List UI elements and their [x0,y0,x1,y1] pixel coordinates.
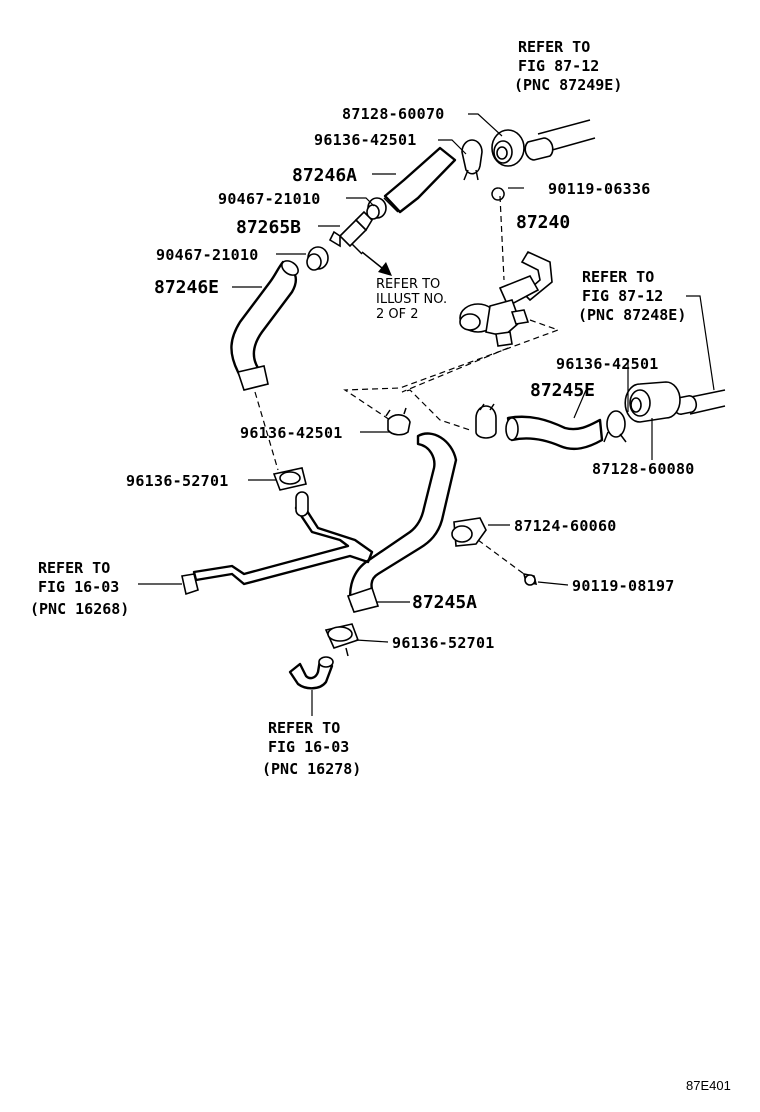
ref-mid-right-line3: (PNC 87248E) [578,306,686,324]
ref-mid-right: REFER TO FIG 87-12 (PNC 87248E) [578,268,686,324]
ref-illust: REFER TO ILLUST NO. 2 OF 2 [376,277,447,322]
label-90119-08197: 90119-08197 [572,577,675,595]
ref-top-right-line1: REFER TO [518,38,590,56]
label-90467-21010-upper: 90467-21010 [218,190,321,208]
part-87128-60080-shape [624,381,681,423]
clamp-upper [366,197,387,220]
label-87128-60070: 87128-60070 [342,105,445,123]
clip-top [461,139,483,181]
label-87246E: 87246E [154,277,219,298]
ref-illust-line3: 2 OF 2 [376,307,419,322]
figure-number: 87E401 [686,1078,731,1093]
ref-left-line1: REFER TO [38,559,110,577]
label-96136-52701-bottom: 96136-52701 [392,634,495,652]
label-96136-42501-top: 96136-42501 [314,131,417,149]
label-96136-52701-left: 96136-52701 [126,472,229,490]
hose-87245A [346,432,458,613]
ref-bottom-line1: REFER TO [268,719,340,737]
label-90119-06336: 90119-06336 [548,180,651,198]
ref-left-line2: FIG 16-03 [38,578,119,596]
ref-bottom-line3: (PNC 16278) [262,760,361,778]
clip-bottom [324,623,360,657]
elbow-bottom [288,656,334,690]
clip-right [603,410,627,443]
right-pipe [672,389,726,415]
label-87124-60060: 87124-60060 [514,517,617,535]
part-87128-60070-shape [491,129,525,167]
label-90467-21010-lower: 90467-21010 [156,246,259,264]
ref-bottom-line2: FIG 16-03 [268,738,349,756]
label-87246A: 87246A [292,165,357,186]
label-87240: 87240 [516,212,570,233]
clip-left [272,467,307,491]
ref-bottom: REFER TO FIG 16-03 (PNC 16278) [262,719,361,778]
ref-illust-line2: ILLUST NO. [376,292,447,307]
ref-illust-line1: REFER TO [376,277,440,292]
hose-87246A [383,146,457,214]
clamp-lower [306,246,329,271]
ref-top-right-line2: FIG 87-12 [518,57,599,75]
leader-lines [138,113,715,716]
clip-87245E-left [475,403,497,439]
ref-mid-right-line1: REFER TO [582,268,654,286]
pipe-left [181,491,374,596]
dash-lines-mid [343,319,560,431]
label-87245E: 87245E [530,380,595,401]
illust-arrow [361,251,392,276]
label-96136-42501-mid: 96136-42501 [240,424,343,442]
ref-mid-right-line2: FIG 87-12 [582,287,663,305]
label-87128-60080: 87128-60080 [592,460,695,478]
ref-top-right-line3: (PNC 87249E) [514,76,622,94]
ref-top-right: REFER TO FIG 87-12 (PNC 87249E) [514,38,622,94]
ref-left-line3: (PNC 16268) [30,600,129,618]
t-joint-87265B [328,210,374,255]
valve-87240 [459,187,553,347]
hose-87245E [505,415,604,451]
dash-87246E-clip [254,391,279,471]
bracket-87124-60060 [451,517,538,586]
label-96136-42501-right: 96136-42501 [556,355,659,373]
clip-mid [385,407,411,436]
label-87245A: 87245A [412,592,477,613]
label-87265B: 87265B [236,217,301,238]
hose-87246E [230,260,299,391]
ref-left: REFER TO FIG 16-03 (PNC 16268) [30,559,129,618]
top-pipe [524,119,596,161]
